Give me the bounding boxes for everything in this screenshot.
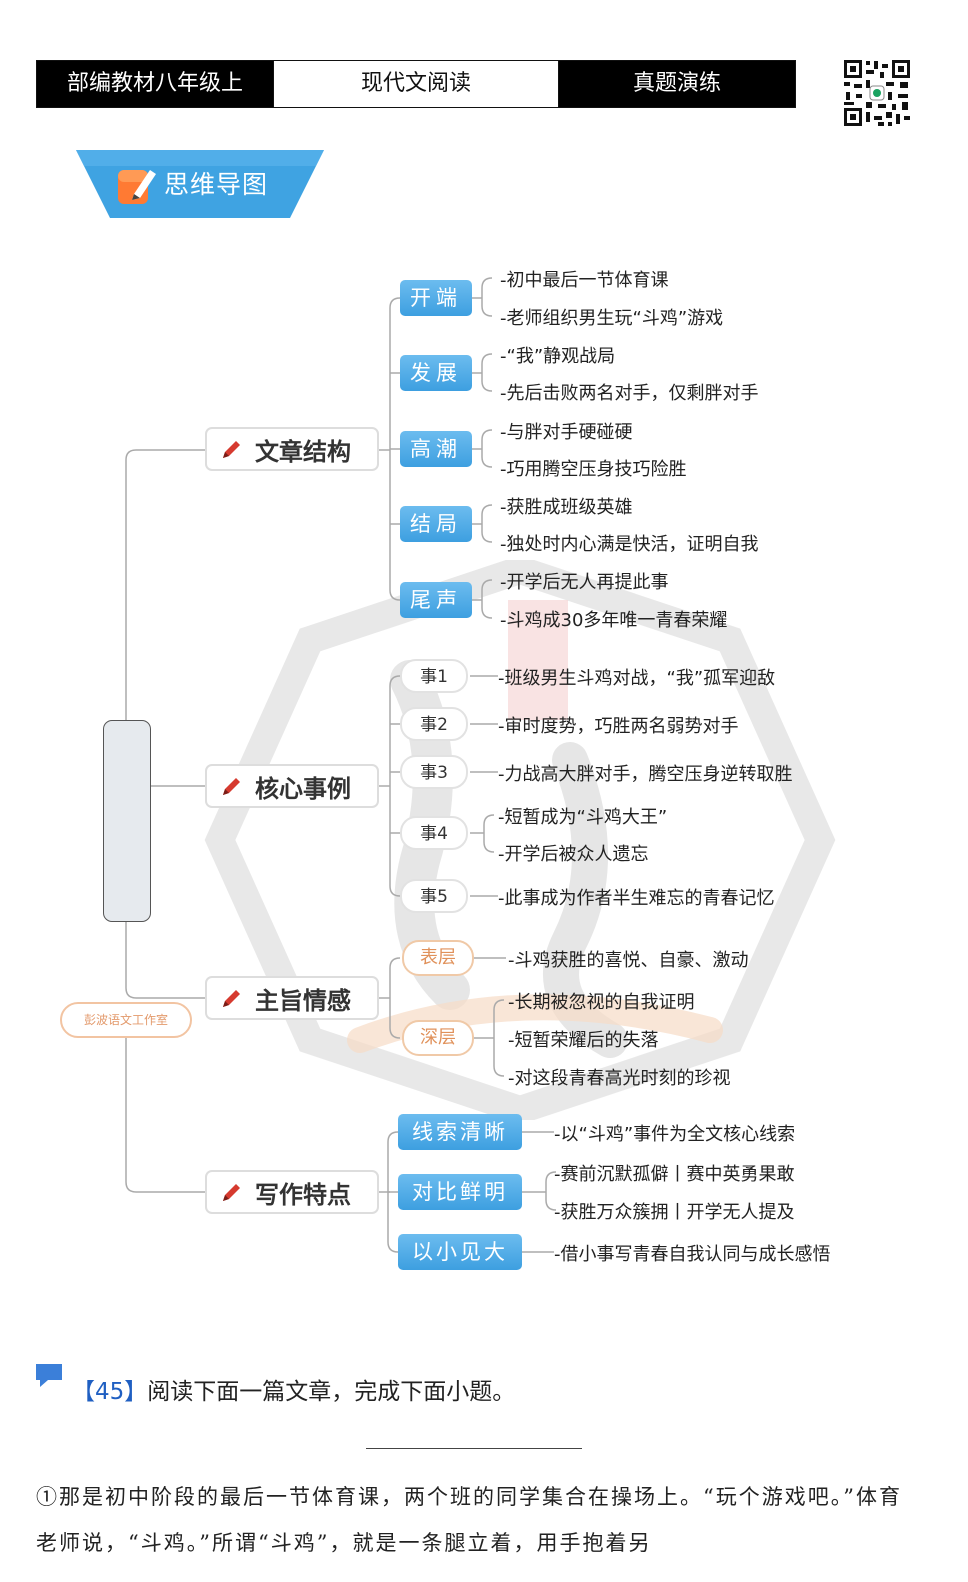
- leaf-text: -斗鸡成30多年唯一青春荣耀: [500, 610, 728, 631]
- branch-emotion-label: 主旨情感: [255, 986, 351, 1015]
- branch-events-label: 核心事例: [255, 774, 351, 803]
- leaf-text: -巧用腾空压身技巧险胜: [500, 459, 687, 480]
- leaf-text: -对这段青春高光时刻的珍视: [508, 1068, 731, 1089]
- mindmap-root-node: [103, 720, 151, 922]
- tag-event-2: 事2: [400, 707, 468, 741]
- leaf-text: -长期被忽视的自我证明: [508, 992, 695, 1013]
- tag-structure-3: 高潮: [400, 431, 472, 467]
- leaf-text: -老师组织男生玩“斗鸡”游戏: [500, 308, 724, 329]
- leaf-text: -力战高大胖对手，腾空压身逆转取胜: [498, 764, 793, 785]
- leaf-text: -此事成为作者半生难忘的青春记忆: [498, 888, 775, 909]
- tag-writing-2: 对比鲜明: [398, 1174, 522, 1210]
- leaf-text: -初中最后一节体育课: [500, 270, 669, 291]
- tag-event-1: 事1: [400, 659, 468, 693]
- leaf-text: -借小事写青春自我认同与成长感悟: [554, 1244, 831, 1265]
- leaf-text: -赛前沉默孤僻丨赛中英勇果敢: [554, 1164, 795, 1185]
- header-bar: 部编教材八年级上 现代文阅读 真题演练: [36, 60, 796, 108]
- question-number: 【45】: [72, 1379, 148, 1405]
- leaf-text: -短暂成为“斗鸡大王”: [498, 807, 668, 828]
- tag-structure-2: 发展: [400, 355, 472, 391]
- qr-code-icon: [842, 58, 912, 128]
- pencil-icon: [223, 778, 240, 795]
- studio-label: 彭波语文工作室: [60, 1002, 192, 1038]
- notepad-pen-icon: [118, 170, 156, 204]
- tag-structure-5: 尾声: [400, 582, 472, 618]
- tag-emotion-deep: 深层: [402, 1020, 474, 1056]
- pencil-icon: [223, 1184, 240, 1201]
- question-text: 阅读下面一篇文章，完成下面小题。: [147, 1379, 516, 1405]
- branch-writing-label: 写作特点: [255, 1180, 351, 1209]
- title-underline: [366, 1448, 582, 1449]
- mindmap-connectors: [125, 277, 557, 1253]
- leaf-text: -与胖对手硬碰硬: [500, 422, 633, 443]
- leaf-text: -短暂荣耀后的失落: [508, 1030, 659, 1051]
- leaf-text: -“我”静观战局: [500, 346, 616, 367]
- tag-structure-1: 开端: [400, 280, 472, 316]
- pencil-icon: [223, 990, 240, 1007]
- branch-writing: 写作特点: [205, 1170, 379, 1214]
- article-paragraph: ①那是初中阶段的最后一节体育课，两个班的同学集合在操场上。“玩个游戏吧。”体育老…: [36, 1485, 902, 1555]
- tag-event-4: 事4: [400, 816, 468, 850]
- leaf-text: -斗鸡获胜的喜悦、自豪、激动: [508, 950, 749, 971]
- branch-events: 核心事例: [205, 764, 379, 808]
- tag-event-5: 事5: [400, 879, 468, 913]
- leaf-text: -班级男生斗鸡对战，“我”孤军迎敌: [498, 668, 776, 689]
- leaf-text: -先后击败两名对手，仅剩胖对手: [500, 383, 759, 404]
- tag-event-3: 事3: [400, 755, 468, 789]
- header-subject: 现代文阅读: [273, 61, 559, 107]
- branch-structure: 文章结构: [205, 427, 379, 471]
- tag-writing-1: 线索清晰: [398, 1114, 522, 1150]
- tag-structure-4: 结局: [400, 506, 472, 542]
- leaf-text: -开学后无人再提此事: [500, 572, 669, 593]
- branch-structure-label: 文章结构: [255, 437, 351, 466]
- banner-title: 思维导图: [164, 170, 269, 199]
- question-heading: 【45】阅读下面一篇文章，完成下面小题。: [72, 1372, 515, 1406]
- header-section: 真题演练: [559, 61, 795, 107]
- header-grade: 部编教材八年级上: [37, 61, 273, 107]
- leaf-text: -审时度势，巧胜两名弱势对手: [498, 716, 739, 737]
- leaf-text: -以“斗鸡”事件为全文核心线索: [554, 1124, 796, 1145]
- leaf-text: -获胜万众簇拥丨开学无人提及: [554, 1202, 795, 1223]
- tag-writing-3: 以小见大: [398, 1234, 522, 1270]
- pencil-icon: [223, 441, 240, 458]
- leaf-text: -获胜成班级英雄: [500, 497, 633, 518]
- tag-emotion-surface: 表层: [402, 940, 474, 976]
- leaf-text: -开学后被众人遗忘: [498, 844, 649, 865]
- branch-emotion: 主旨情感: [205, 976, 379, 1020]
- speech-bubble-icon: [36, 1364, 62, 1387]
- leaf-text: -独处时内心满是快活，证明自我: [500, 534, 759, 555]
